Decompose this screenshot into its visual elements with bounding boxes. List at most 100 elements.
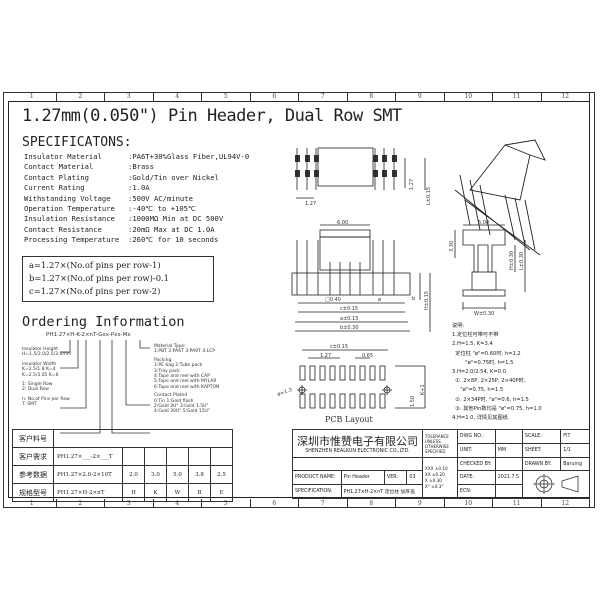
row-label: 参考数据 bbox=[12, 465, 54, 484]
legend-line: H=1.5/2.0/2.5/3.0mm bbox=[22, 352, 72, 358]
legend-line: 2: Dual Row bbox=[22, 387, 49, 393]
legend-line: 3:Tray pack bbox=[154, 368, 180, 374]
front-view: 6.00 □0.40 ø b H±0.15 c±0.15 a±0.15 b±0.… bbox=[291, 220, 431, 332]
pcb-dim-pitch: 1.27 bbox=[320, 353, 331, 359]
grid-number: 12 bbox=[542, 92, 590, 101]
note-line: "ø"=0.75时, h=1.5 bbox=[452, 359, 514, 366]
note-line: 4.H=1.0, 详情见其图纸. bbox=[452, 415, 510, 422]
pcb-pad bbox=[359, 393, 366, 409]
outer-frame bbox=[3, 92, 595, 508]
legend-line: 4:Gold 30U" 5:Gold 15U" bbox=[154, 409, 210, 415]
spec-row: Processing Temperature:260℃ for 10 secon… bbox=[24, 235, 249, 245]
pcb-dim-pad-length: 1.50 bbox=[410, 396, 416, 407]
spec-label: Insulation Resistance bbox=[24, 214, 115, 224]
pcb-pad bbox=[319, 365, 326, 381]
formula-c: c=1.27×(No.of pins per row-2) bbox=[29, 286, 161, 296]
spec-row: Insulator Material :PA6T+30%Glass Fiber,U… bbox=[24, 152, 249, 162]
scale-label: SCALE: bbox=[521, 429, 562, 444]
spec-value: :260℃ for 10 seconds bbox=[128, 235, 219, 245]
spec-row: Operation Temperature:-40℃ to +105℃ bbox=[24, 204, 249, 214]
grid-number: 4 bbox=[154, 499, 202, 508]
table-row: 客户料号 bbox=[12, 429, 233, 448]
grid-number: 6 bbox=[251, 92, 299, 101]
grid-number: 3 bbox=[105, 499, 154, 508]
legend-line: Packing bbox=[154, 357, 172, 363]
spec-label: Current Rating bbox=[24, 183, 85, 193]
model-cell: PH1.27×H-2×nT bbox=[53, 483, 123, 502]
pcb-pad bbox=[379, 393, 386, 409]
legend-line: 1: Single Row bbox=[22, 382, 53, 388]
value-cell[interactable] bbox=[188, 447, 211, 466]
formula-a: a=1.27×(No.of pins per row-1) bbox=[29, 260, 161, 270]
formula-b: b=1.27×(No.of pins per row)-0.1 bbox=[29, 273, 170, 283]
legend-line: Contact Plated bbox=[154, 393, 188, 399]
value-cell[interactable] bbox=[210, 447, 233, 466]
grid-number: 5 bbox=[202, 92, 251, 101]
checked-by-value bbox=[494, 457, 523, 471]
pcb-layout-label: PCB Layout bbox=[325, 415, 373, 424]
dim-side-w: W±0.30 bbox=[474, 311, 494, 317]
spec-value: :PA6T+30%Glass Fiber,UL94V-0 bbox=[128, 152, 250, 161]
value-cell: H bbox=[122, 483, 145, 502]
grid-number: 8 bbox=[348, 499, 396, 508]
grid-number: 2 bbox=[57, 499, 105, 508]
pcb-dim-pad: 0.65 bbox=[362, 353, 373, 359]
legend-line: 4:Tape and reel with CAP bbox=[154, 374, 210, 380]
dim-square-pin: □0.40 bbox=[325, 297, 341, 303]
pcb-pad bbox=[309, 393, 316, 409]
dimension-formulas: a=1.27×(No.of pins per row-1) b=1.27×(No… bbox=[22, 256, 214, 302]
legend-line: Material Type: bbox=[154, 344, 186, 349]
note-line: 定位柱 "ø"=0.60时, h=1.2 bbox=[452, 350, 521, 357]
spec-value: :500V AC/minute bbox=[128, 193, 193, 203]
value-cell[interactable] bbox=[144, 447, 167, 466]
pcb-pad bbox=[299, 393, 306, 409]
dwg-no-value bbox=[494, 429, 523, 444]
spec-label: Insulator Material bbox=[24, 152, 102, 161]
specification-value: PH1.27×H-2×nT 定位柱 加肝盖 bbox=[340, 484, 423, 499]
legend-line: 5:Tape and reel with MYLAR bbox=[154, 379, 217, 385]
spec-value: :-40℃ to +105℃ bbox=[128, 204, 197, 214]
dim-a: a±0.15 bbox=[340, 316, 358, 322]
drawn-by-label: DRAWN BY: bbox=[521, 457, 562, 471]
value-cell: 2.5 bbox=[210, 465, 233, 484]
grid-number: 3 bbox=[105, 92, 154, 101]
drawn-by-value: Baruing bbox=[560, 457, 590, 471]
dim-length: L±0.15 bbox=[426, 187, 432, 205]
dim-side-l: L±0.30 bbox=[519, 252, 525, 270]
pcb-pad bbox=[369, 365, 376, 381]
unit-label: UNIT: bbox=[456, 443, 496, 458]
specification-label: SPECIFICATION: bbox=[292, 484, 342, 499]
sheet-value: 1/1 bbox=[560, 443, 590, 458]
third-angle-projection-icon bbox=[532, 473, 579, 494]
spec-label: Contact Material bbox=[24, 162, 94, 172]
pcb-pad bbox=[339, 393, 346, 409]
value-cell[interactable] bbox=[122, 447, 145, 466]
ordering-code: PH1.27×H-K-2×nT-Gxx-Pxx-Mx bbox=[46, 332, 131, 338]
grid-number: 1 bbox=[8, 499, 57, 508]
legend-line: 1:PBT 2:PA6T 3:PA9T 4:LCP bbox=[154, 349, 215, 355]
customer-part-number[interactable] bbox=[53, 429, 233, 448]
row-label: 客户需求 bbox=[12, 447, 54, 466]
scale-value: FIT bbox=[560, 429, 590, 444]
spec-label: Contact Plating bbox=[24, 172, 89, 182]
pcb-pad bbox=[369, 393, 376, 409]
ecn-value bbox=[494, 484, 523, 499]
grid-number: 11 bbox=[493, 499, 542, 508]
grid-number: 8 bbox=[348, 92, 396, 101]
value-cell: 2.0 bbox=[122, 465, 145, 484]
value-cell[interactable] bbox=[166, 447, 189, 466]
legend-line: 1:PE bag 2:Tube pack bbox=[154, 363, 203, 369]
notes-title: 说明: bbox=[452, 323, 465, 329]
dim-body-width: 6.00 bbox=[337, 220, 348, 226]
grid-number: 10 bbox=[445, 92, 493, 101]
spec-row: Withstanding Voltage:500V AC/minute bbox=[24, 194, 249, 204]
row-label: 规格型号 bbox=[12, 483, 54, 502]
legend-line: n: No.of Pins per Row bbox=[22, 396, 70, 402]
spec-row: Contact Plating:Gold/Tin over Nickel bbox=[24, 173, 249, 183]
value-cell: E bbox=[210, 483, 233, 502]
value-cell: B bbox=[188, 483, 211, 502]
